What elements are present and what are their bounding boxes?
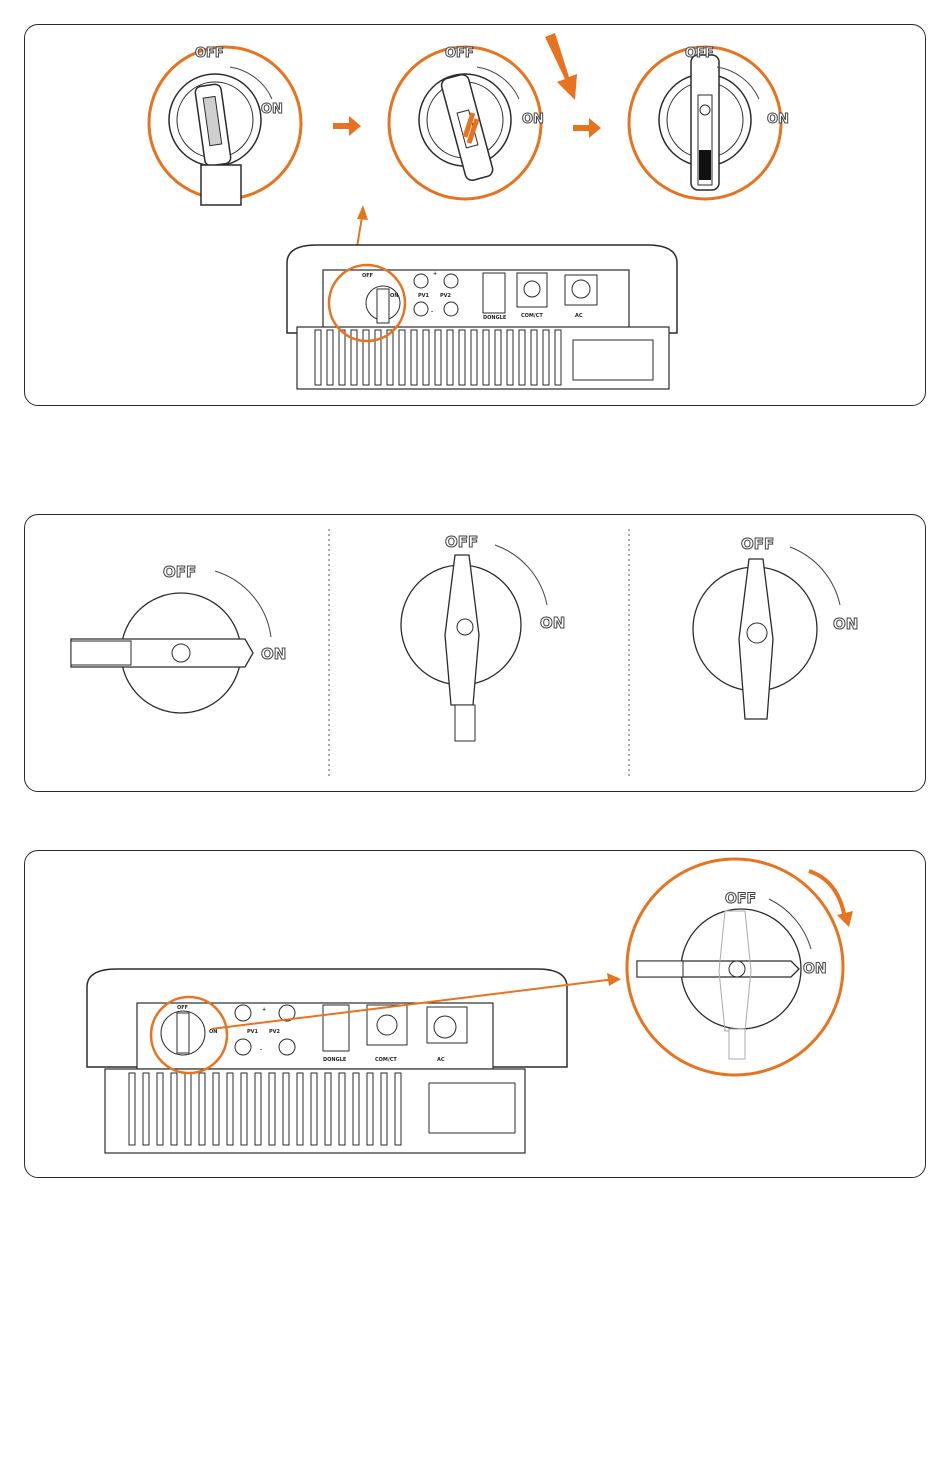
dongle-label-1: DONGLE — [483, 315, 507, 321]
off-label-p2c: OFF — [741, 535, 774, 553]
off-label-zoom: OFF — [725, 891, 756, 907]
minus-label-2: - — [260, 1047, 262, 1053]
inverter-2: OFF ON PV1 + PV2 - DONGLE COM/CT AC — [87, 969, 567, 1153]
com-label-2: COM/CT — [375, 1057, 397, 1063]
on-label-small-1: ON — [390, 293, 398, 299]
on-label-p2c: ON — [833, 615, 858, 633]
off-label-p2a: OFF — [163, 563, 196, 581]
right-arrow-icon — [573, 118, 601, 138]
inverter-1: OFF ON PV1 + PV2 - DONGLE COM/CT AC — [287, 245, 677, 389]
on-label-2: ON — [522, 112, 544, 127]
right-arrow-icon — [333, 116, 361, 136]
ac-label-1: AC — [575, 313, 583, 319]
com-label-1: COM/CT — [521, 313, 543, 319]
switch-position-vertical-locked: OFF ON — [401, 533, 565, 741]
pv2-label-2: PV2 — [269, 1029, 281, 1035]
on-label-p2b: ON — [540, 614, 565, 632]
dongle-label-2: DONGLE — [323, 1057, 347, 1063]
on-label-3: ON — [767, 112, 789, 127]
switch-positions-figure: OFF ON OFF ON OFF ON — [25, 515, 925, 791]
lock-step-1: OFF ON — [149, 46, 301, 205]
panel-switch-positions: OFF ON OFF ON OFF ON — [24, 514, 926, 792]
lock-sequence-figure: OFF ON OFF ON — [25, 25, 925, 405]
plus-label-1: + — [433, 271, 437, 277]
off-label-small-2: OFF — [177, 1005, 188, 1011]
on-label-small-2: ON — [209, 1029, 217, 1035]
off-label-small-1: OFF — [362, 273, 373, 279]
off-label-3: OFF — [685, 46, 714, 61]
down-arrow-icon — [545, 33, 577, 100]
lock-step-2: OFF ON — [389, 46, 544, 199]
switch-position-horizontal: OFF ON — [71, 563, 286, 713]
panel-switch-rotate: OFF ON PV1 + PV2 - DONGLE COM/CT AC OFF — [24, 850, 926, 1178]
switch-rotate-figure: OFF ON PV1 + PV2 - DONGLE COM/CT AC OFF — [25, 851, 925, 1177]
pv1-label-1: PV1 — [418, 293, 430, 299]
off-label-1: OFF — [195, 46, 224, 61]
panel-lock-sequence: OFF ON OFF ON — [24, 24, 926, 406]
lock-step-3: OFF ON — [629, 46, 789, 199]
plus-label-2: + — [262, 1007, 266, 1013]
ac-label-2: AC — [437, 1057, 445, 1063]
switch-zoom-rotate: OFF ON — [627, 859, 853, 1075]
on-label-1: ON — [261, 102, 283, 117]
on-label-zoom: ON — [803, 961, 827, 977]
pv2-label-1: PV2 — [440, 293, 452, 299]
pv1-label-2: PV1 — [247, 1029, 259, 1035]
minus-label-1: - — [431, 309, 433, 315]
off-label-p2b: OFF — [445, 533, 478, 551]
right-arrow-icon — [607, 973, 621, 986]
on-label-p2a: ON — [261, 645, 286, 663]
off-label-2: OFF — [445, 46, 474, 61]
switch-position-vertical-off: OFF ON — [693, 535, 858, 719]
